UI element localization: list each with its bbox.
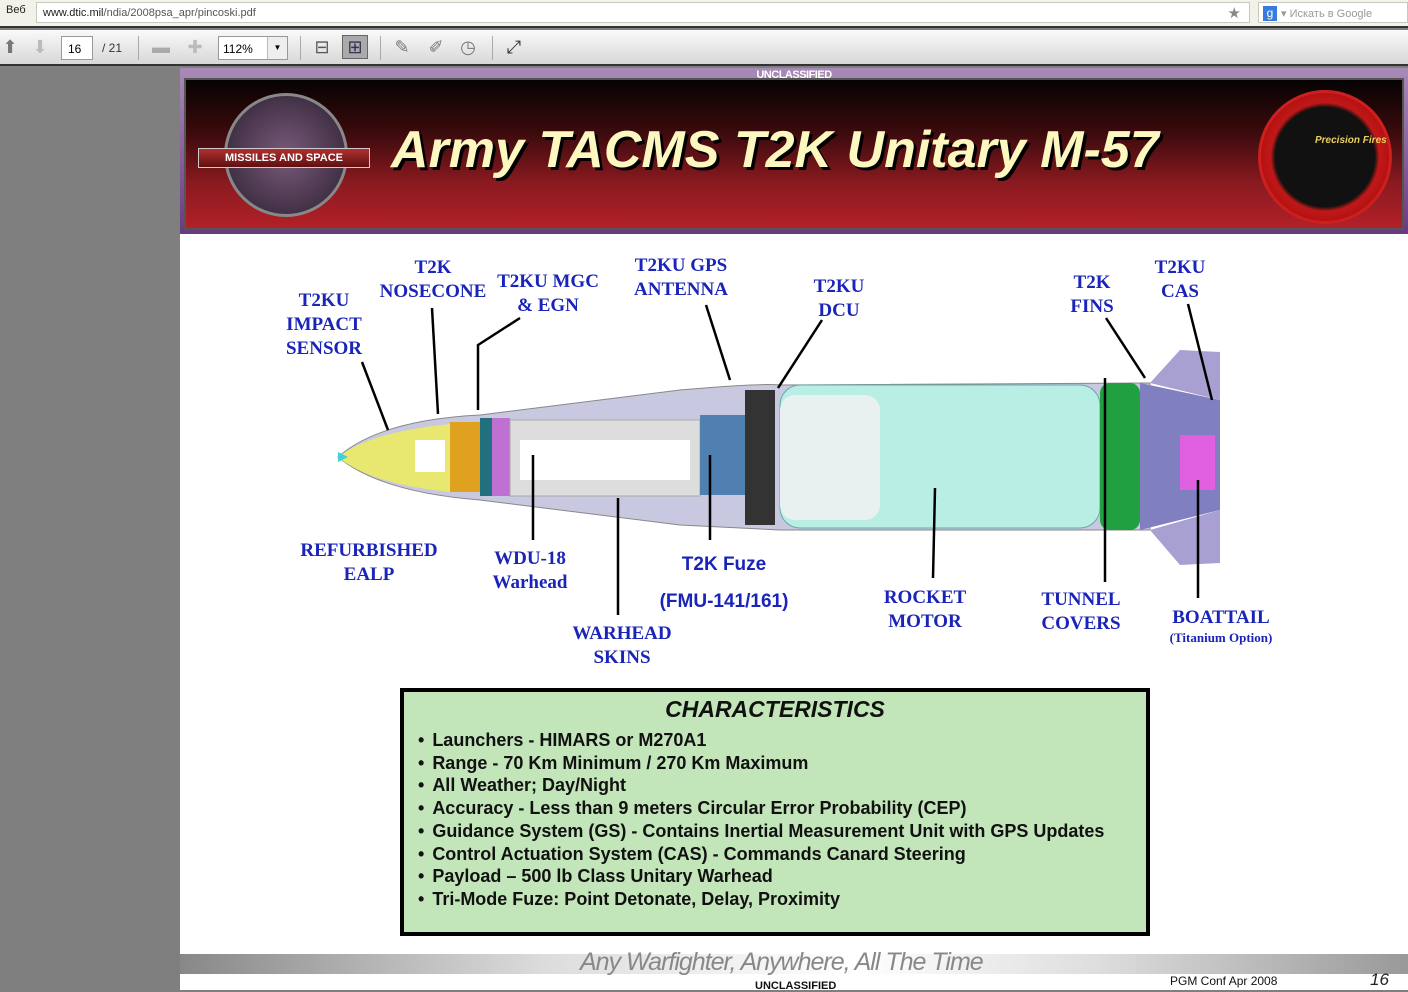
label-gps-antenna: T2KU GPS ANTENNA [634,254,728,302]
characteristics-box: CHARACTERISTICS Launchers - HIMARS or M2… [400,688,1150,936]
zoom-out-icon[interactable]: ▬ [152,36,170,57]
chevron-down-icon[interactable]: ▼ [267,37,287,59]
annotate-icon[interactable]: ✎ [394,36,410,57]
list-item: All Weather; Day/Night [418,774,1132,797]
label-warhead-skins: WARHEAD SKINS [572,622,671,670]
history-icon[interactable]: ◷ [460,36,476,57]
google-icon: g [1263,6,1277,21]
page-total: / 21 [102,41,123,55]
previous-page-icon[interactable]: ⬆ [2,36,18,57]
page-number-input[interactable]: 16 [61,36,93,60]
label-line: IMPACT [286,314,362,335]
search-placeholder: Искать в Google [1289,8,1373,20]
fullscreen-icon[interactable]: ⤢ [506,36,522,57]
label-line: Warhead [492,572,568,593]
label-fuze: T2K Fuze (FMU-141/161) [660,546,789,620]
label-line: DCU [818,300,860,321]
zoom-in-icon[interactable]: ✚ [187,36,203,57]
list-item: Guidance System (GS) - Contains Inertial… [418,820,1132,843]
label-line: (FMU-141/161) [659,591,789,612]
label-line: ANTENNA [634,279,728,300]
logo-text: Precision Fires [1315,135,1387,146]
label-line: T2K Fuze [681,554,767,575]
search-input[interactable]: g▾ Искать в Google [1258,2,1408,23]
slide-banner: UNCLASSIFIED MISSILES AND SPACE Army TAC… [180,68,1408,234]
slide-page-number: 16 [1370,970,1389,989]
label-nosecone: T2K NOSECONE [380,256,487,304]
label-rocket-motor: ROCKET MOTOR [884,586,966,634]
label-line: EALP [343,564,395,585]
label-line: T2KU [1154,257,1206,278]
label-line: T2KU [298,290,350,311]
missiles-space-label: MISSILES AND SPACE [198,148,370,168]
label-line: (Titanium Option) [1169,630,1273,645]
label-line: T2KU [813,276,865,297]
slogan: Any Warfighter, Anywhere, All The Time [580,948,984,976]
list-item: Accuracy - Less than 9 meters Circular E… [418,797,1132,820]
label-line: T2K [1073,272,1111,293]
slide-title: Army TACMS T2K Unitary M-57 [391,121,1159,179]
label-line: SKINS [593,647,651,668]
label-line: NOSECONE [379,281,487,302]
conference-label: PGM Conf Apr 2008 [1170,974,1278,988]
label-line: WARHEAD [572,623,672,644]
label-tunnel-covers: TUNNEL COVERS [1041,588,1120,636]
list-item: Tri-Mode Fuze: Point Detonate, Delay, Pr… [418,888,1132,911]
list-item: Control Actuation System (CAS) - Command… [418,843,1132,866]
fit-page-icon[interactable]: ⊞ [342,35,368,59]
pdf-toolbar: ⬆ ⬇ 16 / 21 ▬ ✚ 112% ▼ ⊟ ⊞ ✎ ✐ ◷ ⤢ [0,30,1408,66]
label-line: MOTOR [888,611,962,632]
label-line: COVERS [1041,613,1121,634]
label-cas: T2KU CAS [1155,256,1206,304]
label-line: REFURBISHED [300,540,438,561]
label-line: & EGN [517,295,579,316]
label-line: FINS [1070,296,1114,317]
characteristics-title: CHARACTERISTICS [665,696,885,722]
address-bar-row: Веб www.dtic.mil/ndia/2008psa_apr/pincos… [0,0,1408,28]
precision-fires-logo: Precision Fires [1258,90,1392,224]
missile-diagram [337,303,1220,615]
classification-bottom: UNCLASSIFIED [755,980,837,992]
label-fins: T2K FINS [1070,271,1113,319]
label-line: SENSOR [285,338,363,359]
slide-footer: Any Warfighter, Anywhere, All The Time P… [180,948,1408,992]
label-line: T2KU GPS [634,255,728,276]
list-item: Launchers - HIMARS or M270A1 [418,729,1132,752]
zoom-select[interactable]: 112% ▼ [218,36,288,60]
bookmark-star-icon[interactable]: ★ [1227,5,1241,22]
label-line: BOATTAIL [1172,607,1270,628]
zoom-value: 112% [223,42,253,56]
label-mgc-egn: T2KU MGC & EGN [497,270,599,318]
label-line: CAS [1160,281,1199,302]
label-boattail: BOATTAIL (Titanium Option) [1170,606,1273,646]
sign-icon[interactable]: ✐ [428,36,444,57]
label-line: T2KU MGC [497,271,599,292]
label-line: ROCKET [883,587,967,608]
divider [492,36,493,60]
label-line: WDU-18 [494,548,566,569]
divider [138,36,139,60]
footer-bar [180,954,1408,974]
url-path: /ndia/2008psa_apr/pincoski.pdf [103,7,256,19]
search-engine-button[interactable]: Веб [6,4,26,16]
divider [300,36,301,60]
pdf-page: UNCLASSIFIED MISSILES AND SPACE Army TAC… [180,68,1408,992]
list-item: Payload – 500 lb Class Unitary Warhead [418,865,1132,888]
label-line: TUNNEL [1041,589,1121,610]
label-dcu: T2KU DCU [814,275,865,323]
label-line: T2K [414,257,452,278]
divider [380,36,381,60]
next-page-icon[interactable]: ⬇ [32,36,48,57]
list-item: Range - 70 Km Minimum / 270 Km Maximum [418,752,1132,775]
url-domain: www.dtic.mil [43,7,104,19]
label-impact-sensor: T2KU IMPACT SENSOR [286,289,362,361]
fit-width-icon[interactable]: ⊟ [314,36,330,57]
label-ealp: REFURBISHED EALP [300,539,437,587]
url-input[interactable]: www.dtic.mil/ndia/2008psa_apr/pincoski.p… [36,2,1250,23]
